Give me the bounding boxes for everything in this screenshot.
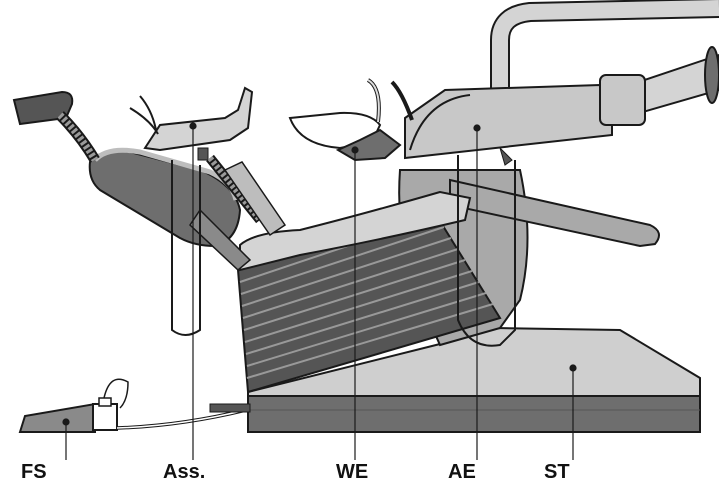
label-we: WE <box>336 461 369 483</box>
foot-switch <box>18 378 251 433</box>
label-fs: FS <box>21 461 47 483</box>
base-stand <box>247 326 701 433</box>
water-unit <box>288 78 402 162</box>
label-st: ST <box>544 461 570 483</box>
armrest <box>449 178 660 248</box>
doctor-element <box>390 74 646 347</box>
assistant-element <box>129 86 287 336</box>
chair-backrest <box>88 147 252 272</box>
callout-leaders <box>62 122 577 460</box>
label-ass: Ass. <box>163 461 206 483</box>
label-ae: AE <box>448 461 476 483</box>
headrest <box>12 90 100 163</box>
